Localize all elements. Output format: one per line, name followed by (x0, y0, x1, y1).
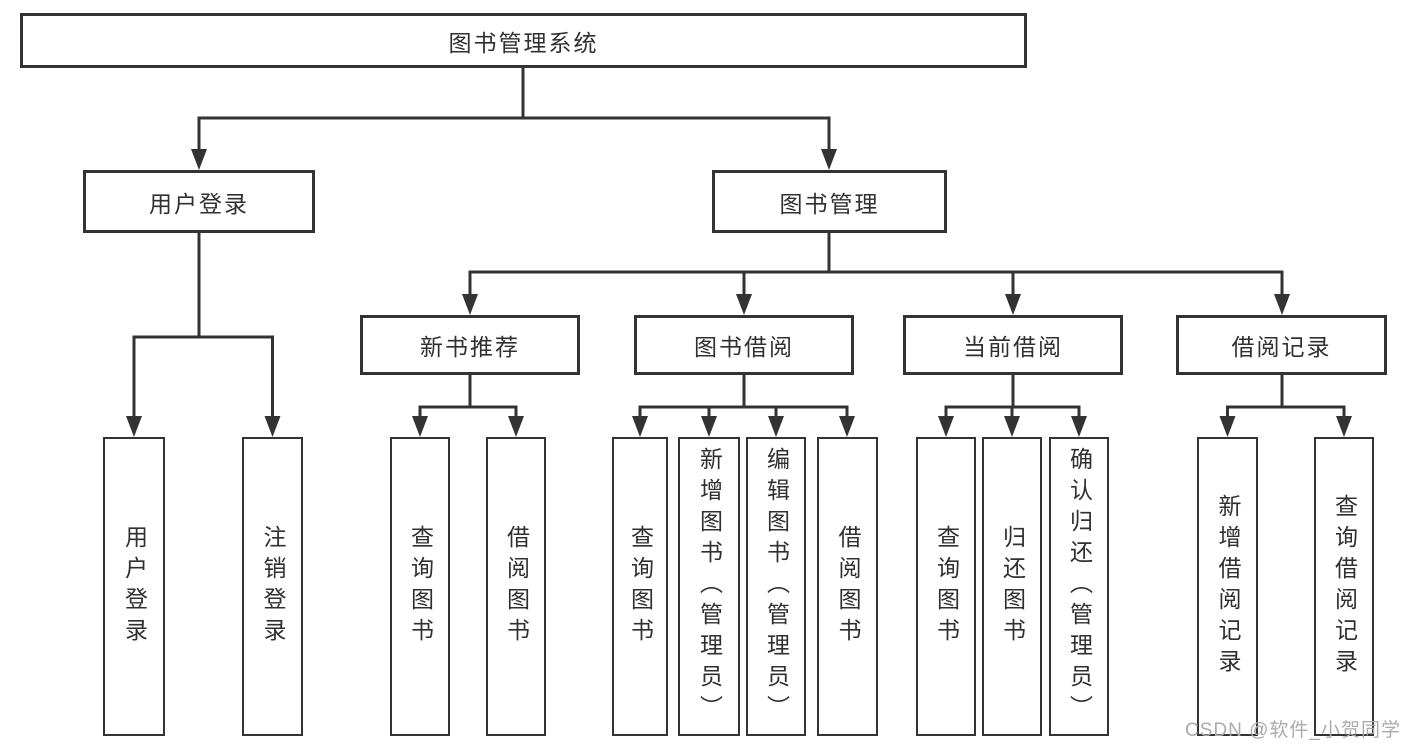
leaf-logout: 注销登录 (242, 437, 303, 736)
leaf-confirm-return-admin: 确认归还（管理员） (1049, 437, 1109, 736)
leaf-user-login: 用户登录 (103, 437, 165, 736)
leaf-query-books-borrow: 查询图书 (612, 437, 668, 736)
leaf-query-borrow-record: 查询借阅记录 (1314, 437, 1374, 736)
leaf-query-books-recommend: 查询图书 (390, 437, 450, 736)
leaf-borrow-books-borrow: 借阅图书 (817, 437, 878, 736)
leaf-add-book-admin: 新增图书（管理员） (678, 437, 740, 736)
leaf-query-books-current: 查询图书 (916, 437, 976, 736)
watermark-text: CSDN @软件_小贺同学 (1185, 720, 1401, 741)
leaf-borrow-books-recommend: 借阅图书 (486, 437, 546, 736)
node-user-login: 用户登录 (83, 170, 315, 233)
leaf-return-book: 归还图书 (982, 437, 1042, 736)
node-borrowing-records: 借阅记录 (1176, 315, 1387, 375)
node-new-book-recommendation: 新书推荐 (360, 315, 580, 375)
node-current-borrowing: 当前借阅 (903, 315, 1123, 375)
node-book-borrowing: 图书借阅 (634, 315, 854, 375)
node-library-system: 图书管理系统 (20, 13, 1027, 68)
node-book-management: 图书管理 (712, 170, 947, 233)
leaf-edit-book-admin: 编辑图书（管理员） (746, 437, 806, 736)
leaf-add-borrow-record: 新增借阅记录 (1197, 437, 1258, 736)
